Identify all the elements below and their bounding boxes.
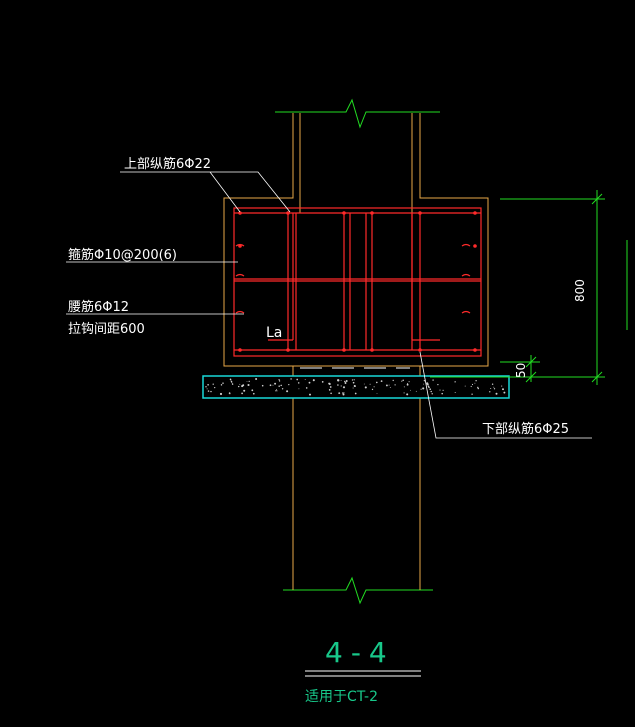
column-inner-lines bbox=[299, 113, 413, 213]
bottom-break-line bbox=[283, 576, 433, 605]
pile-cap-outline bbox=[223, 113, 489, 376]
top-break-line bbox=[275, 98, 440, 129]
pile-outline bbox=[292, 398, 421, 590]
top-longitudinal-label: 上部纵筋6Φ22 bbox=[124, 156, 211, 172]
leader-lines bbox=[66, 171, 592, 439]
dimension-800 bbox=[430, 190, 628, 385]
stirrup-label: 箍筋Φ10@200(6) bbox=[68, 247, 177, 263]
dimension-50 bbox=[500, 355, 540, 383]
waist-bar-label: 腰筋6Φ12 bbox=[68, 299, 129, 315]
dimension-800-label: 800 bbox=[573, 279, 587, 302]
rebar-dots bbox=[238, 211, 477, 352]
dimension-50-label: 50 bbox=[514, 363, 528, 378]
section-title: 4-4 bbox=[325, 636, 395, 669]
bottom-longitudinal-label: 下部纵筋6Φ25 bbox=[482, 421, 569, 437]
concrete-bedding bbox=[202, 375, 510, 399]
title-underline bbox=[305, 670, 421, 677]
tie-spacing-label: 拉钩间距600 bbox=[68, 322, 145, 337]
section-subtitle: 适用于CT-2 bbox=[305, 689, 378, 705]
anchorage-label: La bbox=[266, 325, 282, 341]
rebar-cage bbox=[233, 207, 482, 357]
